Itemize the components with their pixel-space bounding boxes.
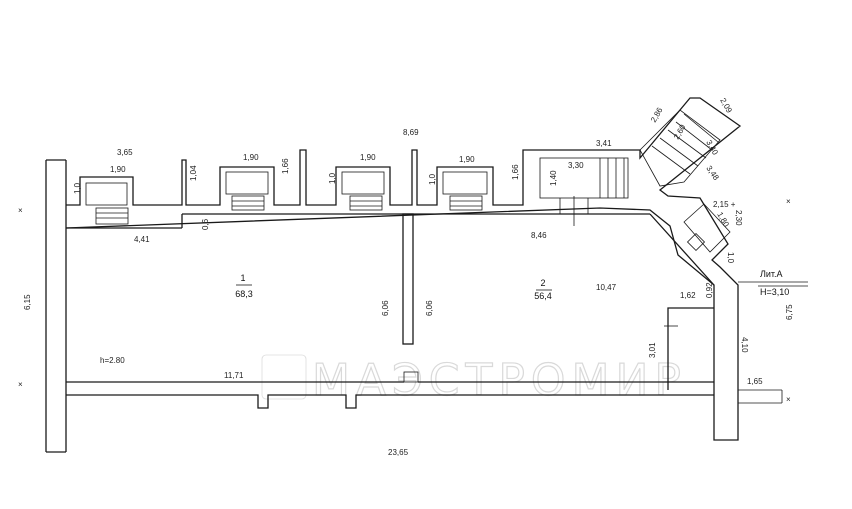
dim-label: 6,75 <box>785 304 794 320</box>
dim-label: 1,0 <box>726 252 735 264</box>
dim-label: 6,15 <box>23 294 32 310</box>
watermark: МАЭСТРОМИР <box>261 354 687 407</box>
small-room-wall <box>667 307 714 390</box>
dim-label: 1,90 <box>110 165 126 174</box>
dim-label: 4,10 <box>740 337 749 353</box>
dim-label: 6,06 <box>425 300 434 316</box>
dim-label: 2,60 <box>672 123 688 141</box>
edge-ticks: × × × × <box>18 197 791 404</box>
dim-label: 1,90 <box>459 155 475 164</box>
window-niches <box>85 171 488 225</box>
dim-label: 0,92 <box>705 282 714 298</box>
dim-label: 3,40 <box>704 139 720 157</box>
room-2-area: 56,4 <box>534 291 552 301</box>
bottom-wall-outer <box>66 394 714 409</box>
dim-label: 3,30 <box>568 161 584 170</box>
dim-label: 0,6 <box>201 218 210 230</box>
interior-partition <box>402 213 414 345</box>
room-1-area: 68,3 <box>235 289 253 299</box>
ceiling-height-note: h=2.80 <box>100 356 125 365</box>
height-label: H=3,10 <box>760 287 789 297</box>
svg-text:×: × <box>18 380 23 389</box>
dim-label: 3,65 <box>117 148 133 157</box>
dim-label: 3,48 <box>704 164 721 182</box>
liter-label: Лит.А <box>760 269 783 279</box>
dim-label: 1,66 <box>281 158 290 174</box>
watermark-text: МАЭСТРОМИР <box>312 355 687 406</box>
dim-label: 1,66 <box>511 164 520 180</box>
dimension-labels: 3,65 8,69 1,90 1,90 1,90 1,90 1,0 1,04 1… <box>23 97 794 458</box>
room-labels: 1 68,3 2 56,4 h=2.80 Лит.А H=3,10 <box>100 269 789 365</box>
svg-text:×: × <box>786 197 791 206</box>
dim-label: 2,30 <box>734 210 743 226</box>
walls <box>45 97 808 453</box>
dim-label: 11,71 <box>224 371 244 380</box>
dim-label: 1,62 <box>680 291 696 300</box>
svg-text:×: × <box>18 206 23 215</box>
dim-label: 1,65 <box>747 377 763 386</box>
dim-label: 6,06 <box>381 300 390 316</box>
dim-label: 1,0 <box>73 182 82 194</box>
dim-label: 4,41 <box>134 235 150 244</box>
dim-label: 1,90 <box>360 153 376 162</box>
top-wall-outer <box>65 97 742 441</box>
room-1-number: 1 <box>240 273 245 283</box>
dim-label: 1,0 <box>428 173 437 185</box>
stair-flight <box>639 109 721 187</box>
dim-label: 1,04 <box>189 165 198 181</box>
stair-landing <box>539 157 629 199</box>
room-2-number: 2 <box>540 278 545 288</box>
dim-label: 2,86 <box>649 106 665 124</box>
side-vestibule <box>683 203 731 253</box>
dim-label: 23,65 <box>388 448 409 457</box>
dim-label: 3,01 <box>648 342 657 358</box>
dim-label: 1,0 <box>328 172 337 184</box>
diagonal-wall-inner <box>649 213 715 286</box>
dim-label: 10,47 <box>596 283 617 292</box>
watermark-logo-icon <box>261 354 307 400</box>
svg-text:×: × <box>786 395 791 404</box>
dim-label: 2,15 + <box>713 200 736 209</box>
dim-label: 1,90 <box>243 153 259 162</box>
dim-label: 8,69 <box>403 128 419 137</box>
dim-label: 1,40 <box>549 170 558 186</box>
dim-label: 8,46 <box>531 231 547 240</box>
dim-label: 3,41 <box>596 139 612 148</box>
